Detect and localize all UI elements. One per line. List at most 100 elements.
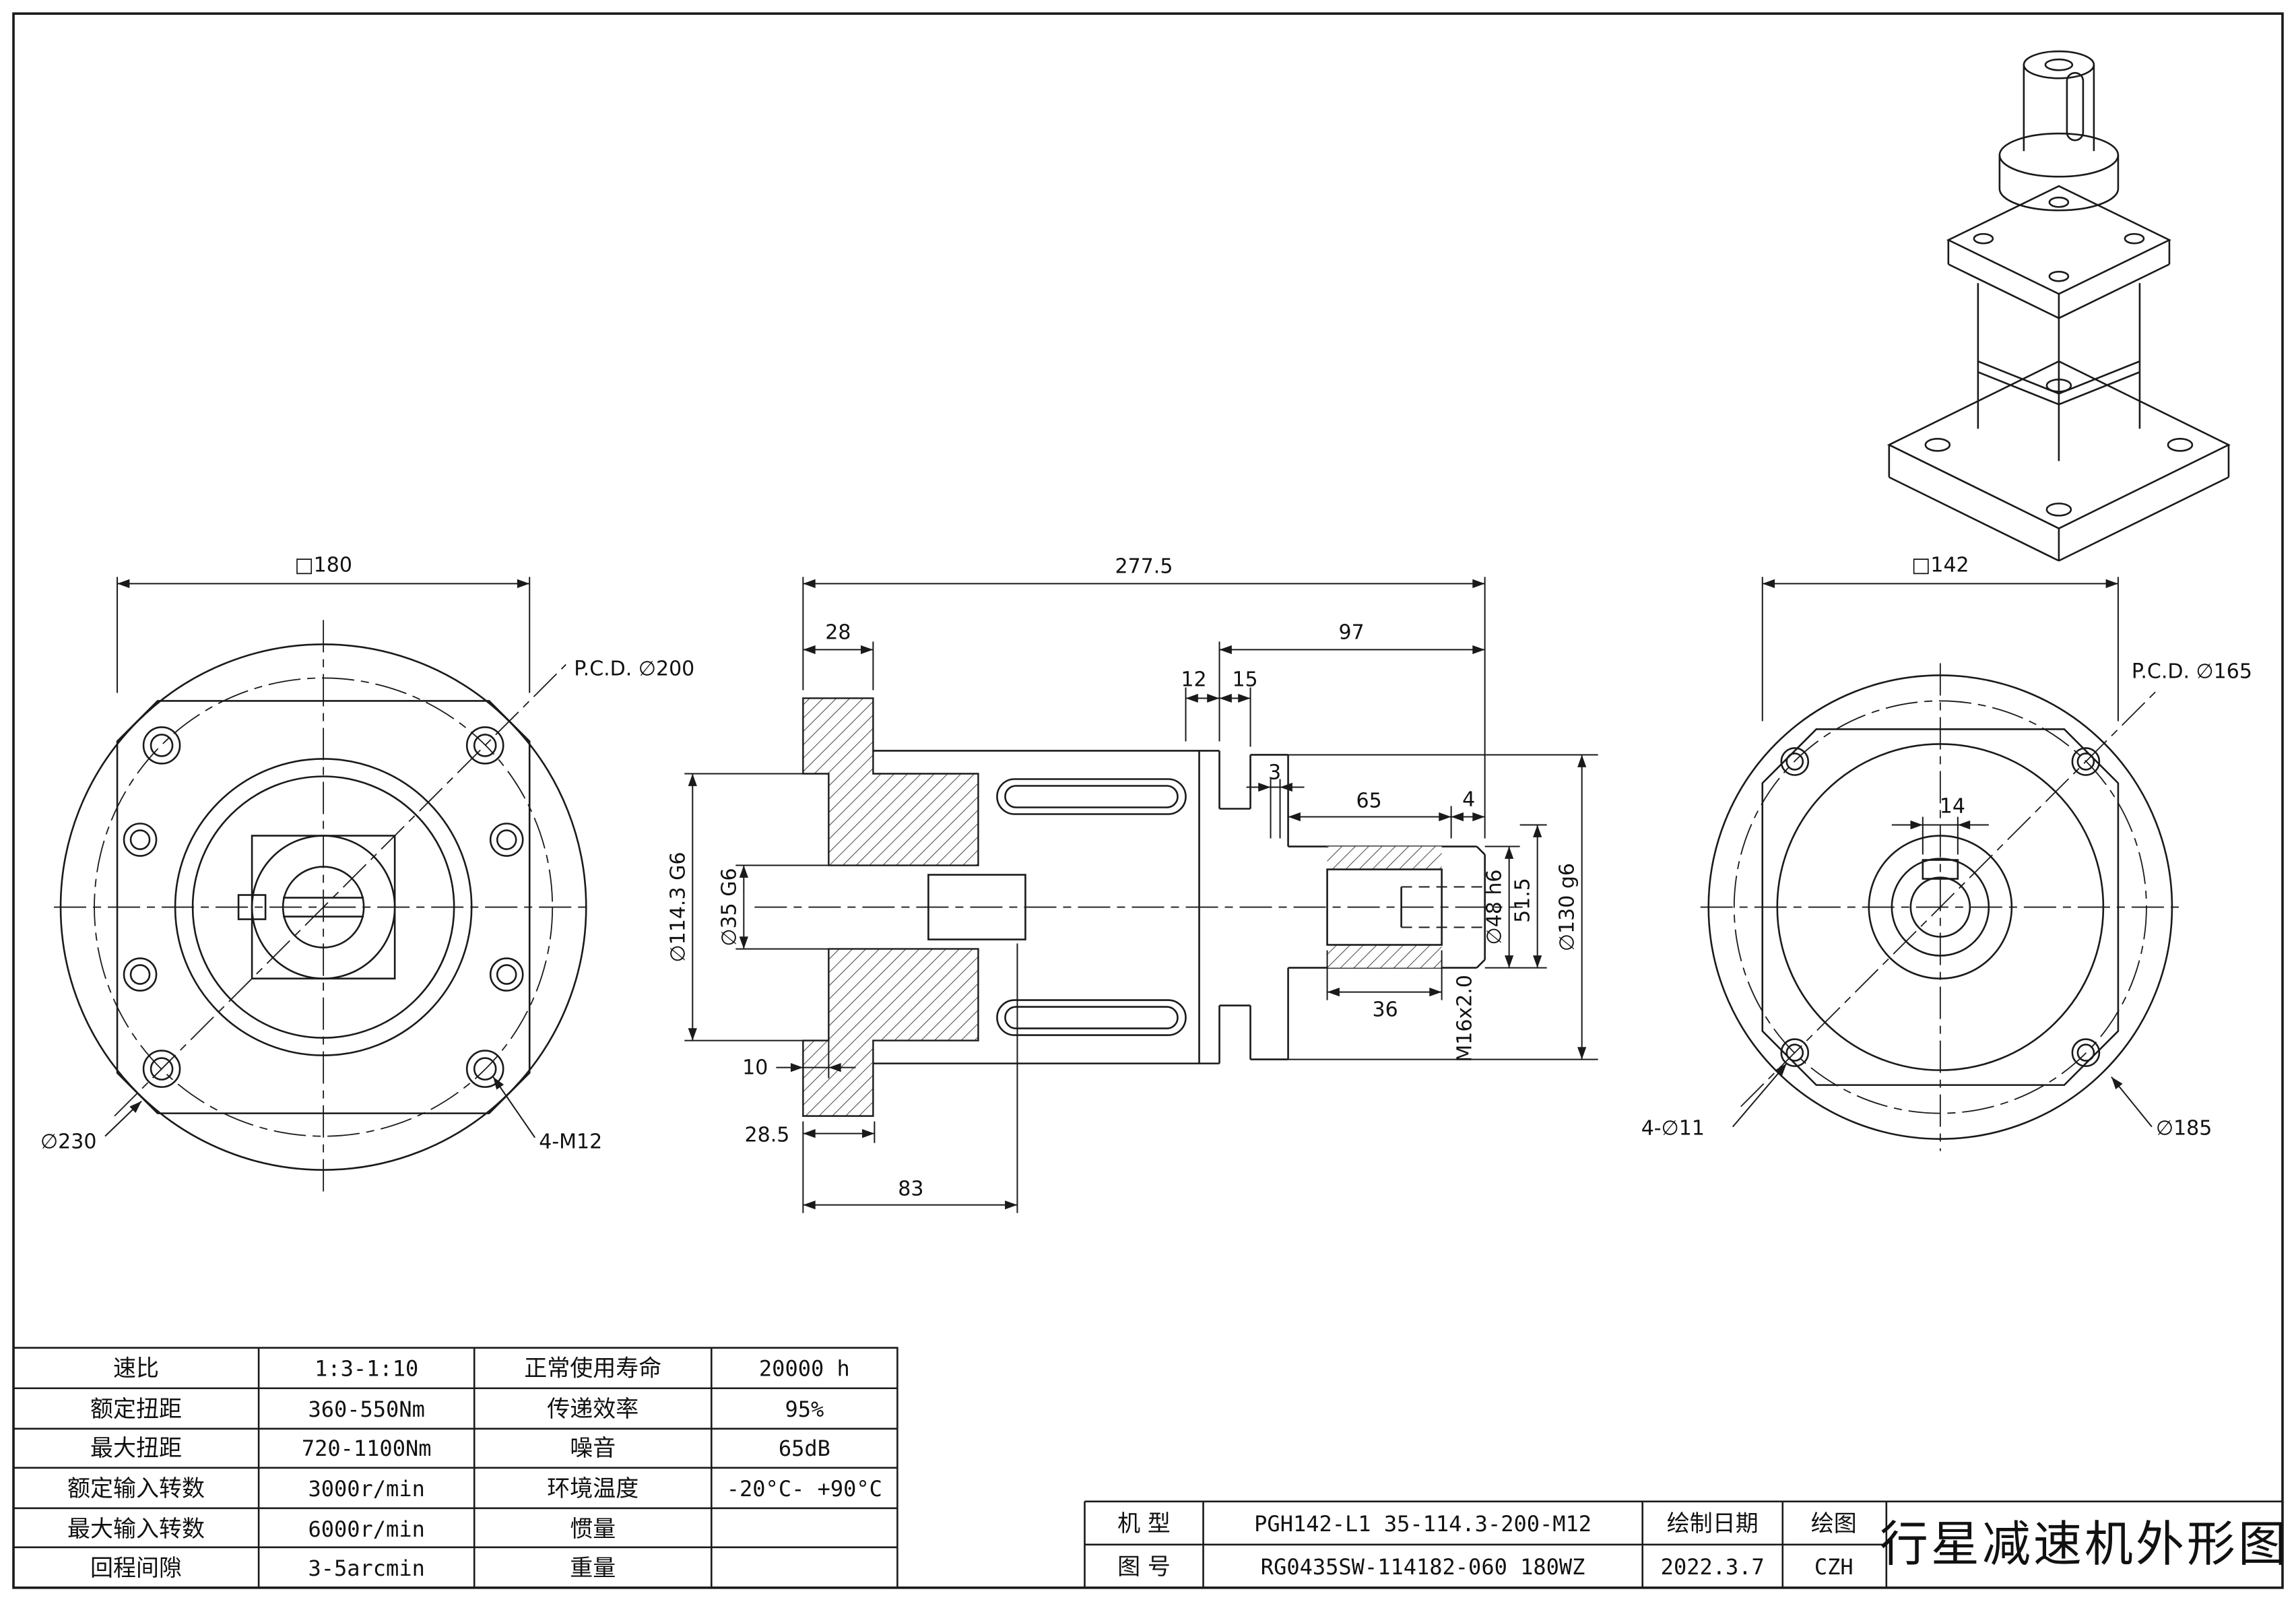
spec-cell: 最大输入转数 (67, 1516, 205, 1543)
dim-label-shaft-dia: ∅48 h6 (1483, 870, 1507, 945)
front-view: □180 P.C.D. ∅200 ∅230 4-M12 (40, 553, 694, 1194)
dim-label-97: 97 (1338, 620, 1364, 644)
front-extension-lines (117, 577, 531, 693)
section-bolt-slot-top (996, 778, 1187, 815)
dim-label-rear-holes: 4-∅11 (1641, 1117, 1705, 1141)
section-body-outline (873, 750, 1220, 1064)
spec-cell: 噪音 (570, 1435, 616, 1462)
front-outer-circle (59, 643, 587, 1171)
spec-cell: 正常使用寿命 (524, 1355, 661, 1382)
iso-thread-hole (2044, 58, 2074, 71)
rear-view: □142 P.C.D. ∅165 14 4-∅11 ∅185 (1641, 553, 2252, 1151)
dim-label-rear-square: □142 (1911, 553, 1969, 577)
dim-label-total-length: 277.5 (1115, 554, 1173, 578)
dim-label-front-pcd: P.C.D. ∅200 (574, 657, 694, 680)
spec-cell: 6000r/min (308, 1516, 424, 1542)
dim-label-28-5: 28.5 (745, 1124, 790, 1147)
section-thread-hole-dashed (1401, 886, 1485, 928)
spec-cell: -20°C- +90°C (727, 1476, 882, 1502)
dim-label-12: 12 (1181, 668, 1206, 691)
iso-top-flange-sides (1947, 240, 2171, 319)
rear-flange-outline (1761, 728, 2120, 1086)
front-centerlines (54, 620, 593, 1194)
dim-label-spigot-dia: ∅114.3 G6 (666, 852, 690, 963)
title-block-grid (1084, 1500, 2283, 1588)
spec-cell: 20000 h (759, 1356, 850, 1382)
dim-label-rear-dia185: ∅185 (2156, 1117, 2212, 1141)
dim-label-83: 83 (898, 1178, 923, 1201)
dim-label-front-holes: 4-M12 (539, 1130, 602, 1154)
front-leader-holes (492, 1077, 536, 1138)
front-leader-dia230 (104, 1100, 142, 1137)
section-view: 277.5 28 97 12 15 3 65 4 ∅114.3 G6 ∅35 G… (666, 554, 1598, 1213)
spec-cell: 95% (785, 1397, 824, 1422)
spec-cell: 额定输入转数 (67, 1475, 205, 1502)
rear-boss-circle (1776, 743, 2105, 1071)
spec-cell: 最大扭距 (90, 1435, 182, 1462)
rear-bore-keyway (1922, 859, 1959, 880)
section-bolt-slot-bottom (996, 999, 1187, 1036)
dim-label-front-dia230: ∅230 (40, 1130, 96, 1154)
isometric-view (1887, 50, 2231, 562)
dim-label-thread: M16x2.0 (1453, 975, 1477, 1062)
spec-cell: 720-1100Nm (302, 1436, 432, 1461)
iso-bottom-flange-holes (1924, 379, 2194, 517)
dim-label-14: 14 (1940, 795, 1965, 819)
section-bolt-slot-top-inner (1004, 785, 1179, 808)
rear-pcd-circle (1733, 700, 2147, 1114)
rear-bore-circle (1909, 876, 1971, 938)
spec-cell: 65dB (779, 1436, 830, 1461)
rear-leader-dia185 (2111, 1076, 2153, 1128)
spec-cell: 环境温度 (547, 1475, 638, 1502)
rear-hub-circle (1868, 835, 2013, 980)
model-label: 机 型 (1117, 1510, 1171, 1537)
front-bore-circle (282, 866, 365, 949)
iso-body (1977, 283, 2141, 461)
rear-collar-circle (1891, 858, 1990, 957)
section-shaft-hatch-bottom (1327, 944, 1442, 968)
front-clamp-square (251, 835, 396, 980)
dim-label-15: 15 (1232, 668, 1257, 691)
dim-label-bore-dia: ∅35 G6 (717, 868, 741, 946)
date-label: 绘制日期 (1667, 1510, 1759, 1537)
rear-extension-lines (1761, 577, 2119, 855)
section-shaft-hatch-top (1327, 846, 1442, 870)
drawing-title: 行星减速机外形图 (1880, 1516, 2289, 1572)
dim-label-4: 4 (1462, 788, 1475, 812)
date-value: 2022.3.7 (1661, 1554, 1765, 1580)
drawn-label: 绘图 (1811, 1510, 1857, 1537)
section-extension-lines (684, 577, 1598, 1213)
dim-label-front-square: □180 (294, 553, 352, 577)
front-clamp-slot (237, 894, 267, 920)
front-spigot-circle (191, 775, 455, 1039)
rear-leader-holes (1732, 1062, 1787, 1128)
spec-cell: 3000r/min (308, 1476, 424, 1502)
sheet-border (12, 12, 2284, 1589)
iso-bottom-flange-sides (1888, 445, 2230, 562)
rear-outer-circle (1707, 674, 2173, 1140)
spec-cell: 360-550Nm (308, 1397, 424, 1422)
iso-top-flange-holes (1973, 196, 2145, 282)
rear-bolt-holes (1780, 747, 2101, 1067)
iso-shaft-keyway (2066, 71, 2085, 141)
dim-label-flange-width: 28 (825, 620, 851, 644)
spec-cell: 速比 (113, 1355, 159, 1382)
front-boss-circle (174, 758, 473, 1056)
spec-cell: 惯量 (570, 1516, 616, 1543)
front-bolt-holes (123, 726, 524, 1088)
dim-label-rear-pcd: P.C.D. ∅165 (2132, 660, 2252, 683)
front-keyway-lines (283, 897, 364, 918)
spec-cell: 重量 (570, 1555, 616, 1582)
spec-cell: 传递效率 (547, 1396, 638, 1423)
drawing-no-value: RG0435SW-114182-060 180WZ (1261, 1554, 1585, 1580)
section-shaft-keyway (1326, 868, 1443, 946)
spec-table: 速比 1:3-1:10 正常使用寿命 20000 h 额定扭距 360-550N… (13, 1347, 898, 1588)
dim-label-boss-dia: ∅130 g6 (1556, 863, 1579, 951)
dim-label-65: 65 (1356, 790, 1382, 813)
dim-label-36: 36 (1373, 998, 1398, 1022)
spec-cell: 1:3-1:10 (315, 1356, 418, 1382)
front-pcd-circle (94, 677, 554, 1137)
